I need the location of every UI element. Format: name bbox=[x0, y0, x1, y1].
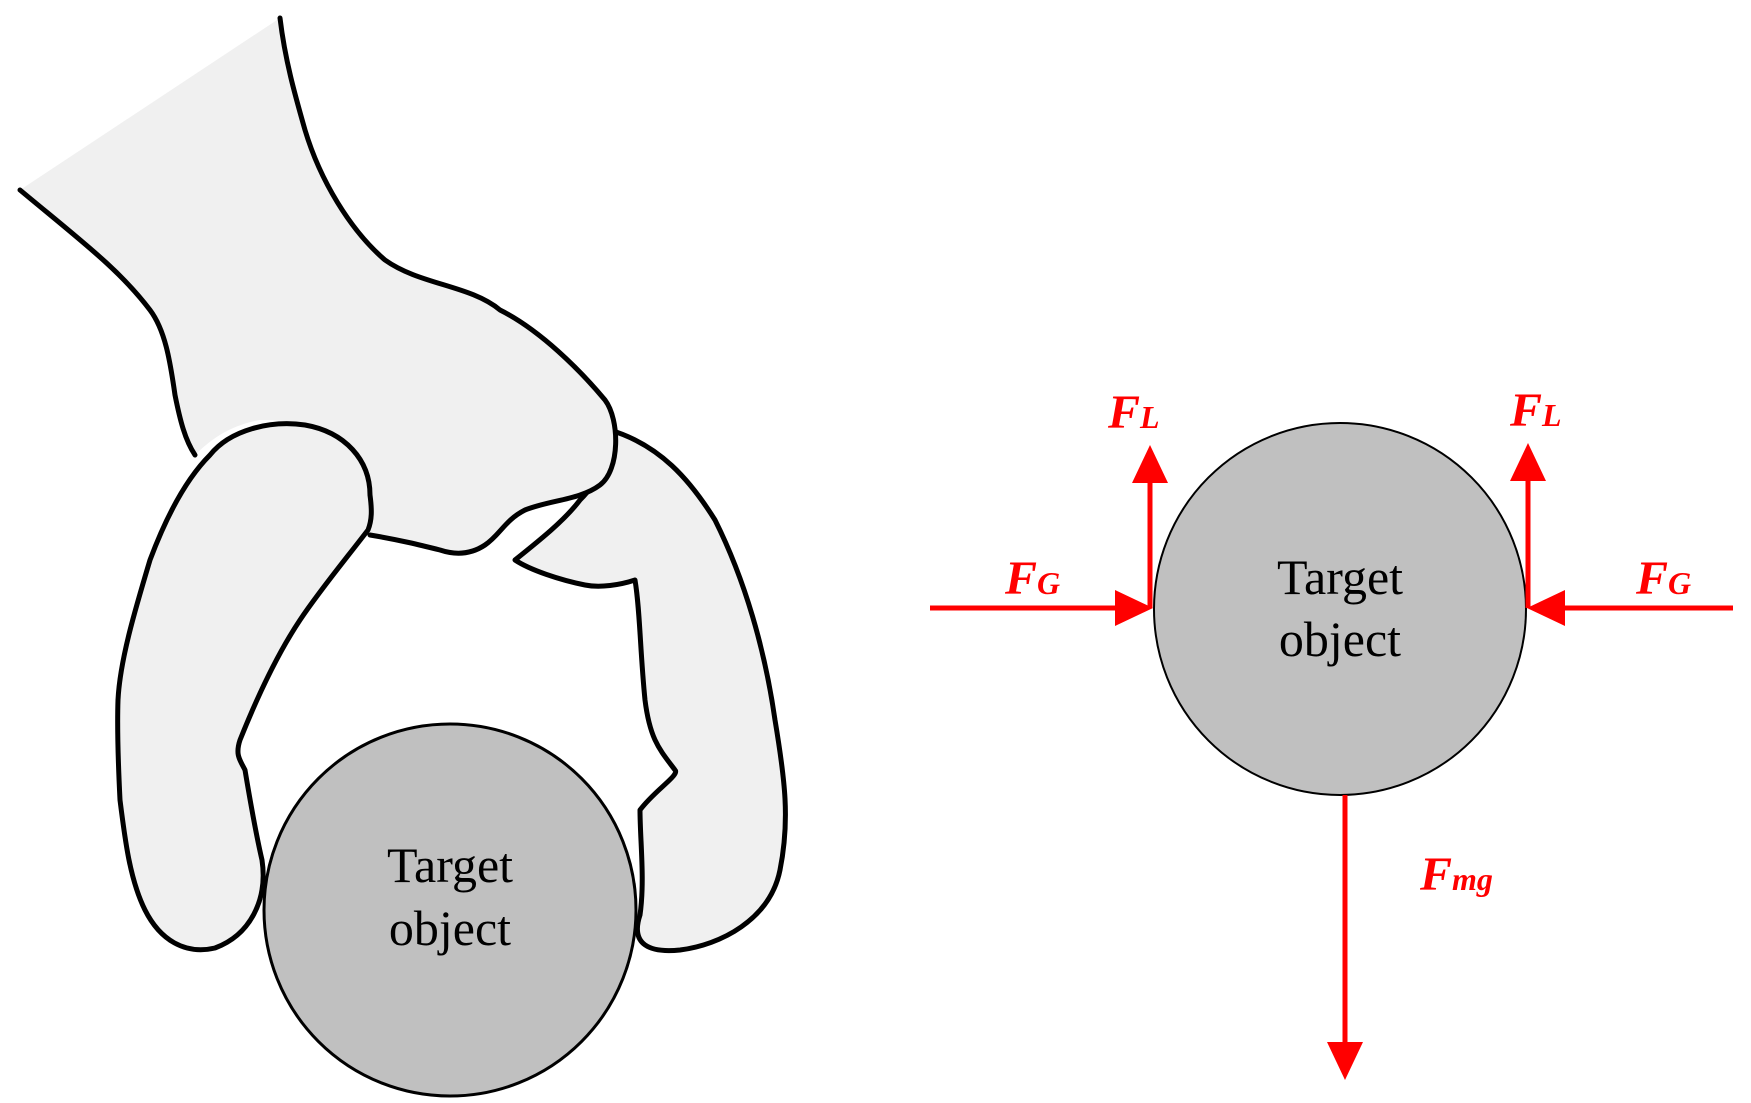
free-body-diagram: Target object FL FL FG FG Fmg bbox=[930, 384, 1733, 1080]
right-target-object bbox=[1153, 422, 1527, 796]
grip-right-label-main: F bbox=[1635, 552, 1668, 605]
gripper-palm bbox=[20, 18, 616, 554]
lift-right-arrowhead bbox=[1510, 443, 1546, 481]
gravity-label-sub: mg bbox=[1452, 861, 1493, 897]
grip-right-label-sub: G bbox=[1668, 565, 1691, 601]
gripper-left-finger bbox=[115, 421, 374, 953]
grip-left-arrowhead bbox=[1115, 590, 1153, 626]
left-object-label-line2: object bbox=[389, 900, 511, 956]
right-object-label-line2: object bbox=[1279, 611, 1401, 667]
right-object-label-line1: Target bbox=[1277, 549, 1403, 605]
left-object-label-line1: Target bbox=[387, 837, 513, 893]
lift-left-label: FL bbox=[1107, 386, 1160, 439]
lift-left-arrowhead bbox=[1132, 445, 1168, 483]
lift-left-label-main: F bbox=[1107, 386, 1140, 439]
grip-left-label-main: F bbox=[1004, 552, 1037, 605]
left-target-object bbox=[262, 722, 638, 1098]
grip-left-label-sub: G bbox=[1037, 565, 1060, 601]
gripper-illustration: Target object bbox=[17, 15, 788, 1098]
lift-right-label: FL bbox=[1509, 384, 1562, 437]
grip-right-label: FG bbox=[1635, 552, 1691, 605]
lift-right-label-main: F bbox=[1509, 384, 1542, 437]
lift-right-label-sub: L bbox=[1541, 397, 1562, 433]
gripper-right-finger bbox=[512, 427, 788, 954]
gripper-palm-outline bbox=[17, 15, 619, 556]
grip-right-arrowhead bbox=[1527, 590, 1565, 626]
gravity-label-main: F bbox=[1419, 848, 1452, 901]
lift-left-label-sub: L bbox=[1139, 399, 1160, 435]
gravity-label: Fmg bbox=[1419, 848, 1493, 901]
grip-left-label: FG bbox=[1004, 552, 1060, 605]
gravity-arrowhead bbox=[1327, 1042, 1363, 1080]
